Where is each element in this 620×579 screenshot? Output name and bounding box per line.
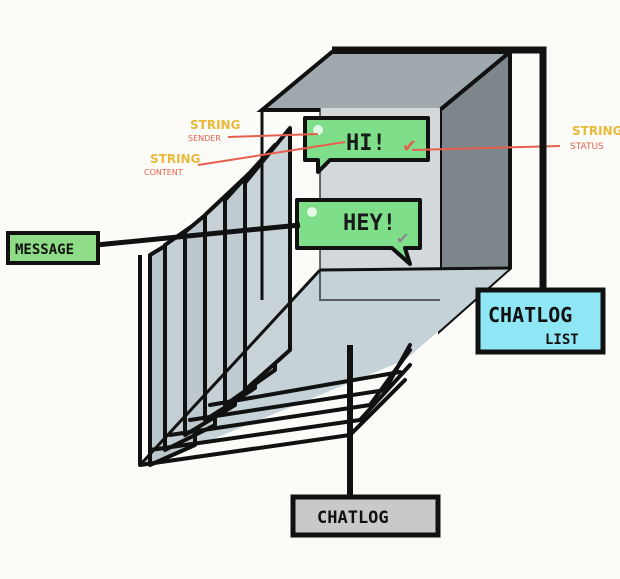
chatlog-list-label-line1: CHATLOG bbox=[488, 303, 572, 327]
chat-bubble-hey: HEY! ✔ bbox=[295, 198, 422, 266]
sender-name-label: SENDER bbox=[188, 134, 221, 143]
sender-type-label: STRING bbox=[190, 118, 240, 132]
chatlog-list-box: CHATLOG LIST bbox=[475, 287, 606, 355]
content-pointer bbox=[197, 141, 346, 166]
chatlog-list-connector bbox=[332, 46, 547, 290]
box-floor bbox=[140, 268, 510, 465]
status-check-icon: ✔ bbox=[396, 229, 409, 248]
chat-bubble-hi: HI! ✔ bbox=[303, 116, 430, 174]
sender-pointer bbox=[227, 133, 319, 138]
content-type-label: STRING bbox=[150, 152, 200, 166]
chatlog-label: CHATLOG bbox=[317, 508, 389, 528]
message-text: HI! bbox=[346, 131, 386, 156]
status-check-icon: ✔ bbox=[402, 136, 417, 157]
sender-avatar-icon bbox=[307, 207, 317, 217]
message-text: HEY! bbox=[343, 211, 396, 236]
sender-avatar-icon bbox=[313, 125, 323, 135]
message-label: MESSAGE bbox=[15, 242, 74, 258]
status-name-label: STATUS bbox=[570, 142, 604, 152]
layer-6 bbox=[243, 126, 292, 392]
box-floor-right-edge bbox=[319, 266, 511, 272]
chatlog-box: CHATLOG bbox=[290, 494, 441, 538]
status-pointer bbox=[411, 145, 561, 151]
message-connector bbox=[95, 222, 301, 248]
chatlog-list-label-line2: LIST bbox=[545, 332, 579, 348]
message-box: MESSAGE bbox=[6, 231, 100, 265]
box-floor-diagonal bbox=[138, 268, 322, 467]
content-name-label: CONTENT bbox=[144, 168, 183, 177]
status-type-label: STRING bbox=[572, 124, 620, 138]
